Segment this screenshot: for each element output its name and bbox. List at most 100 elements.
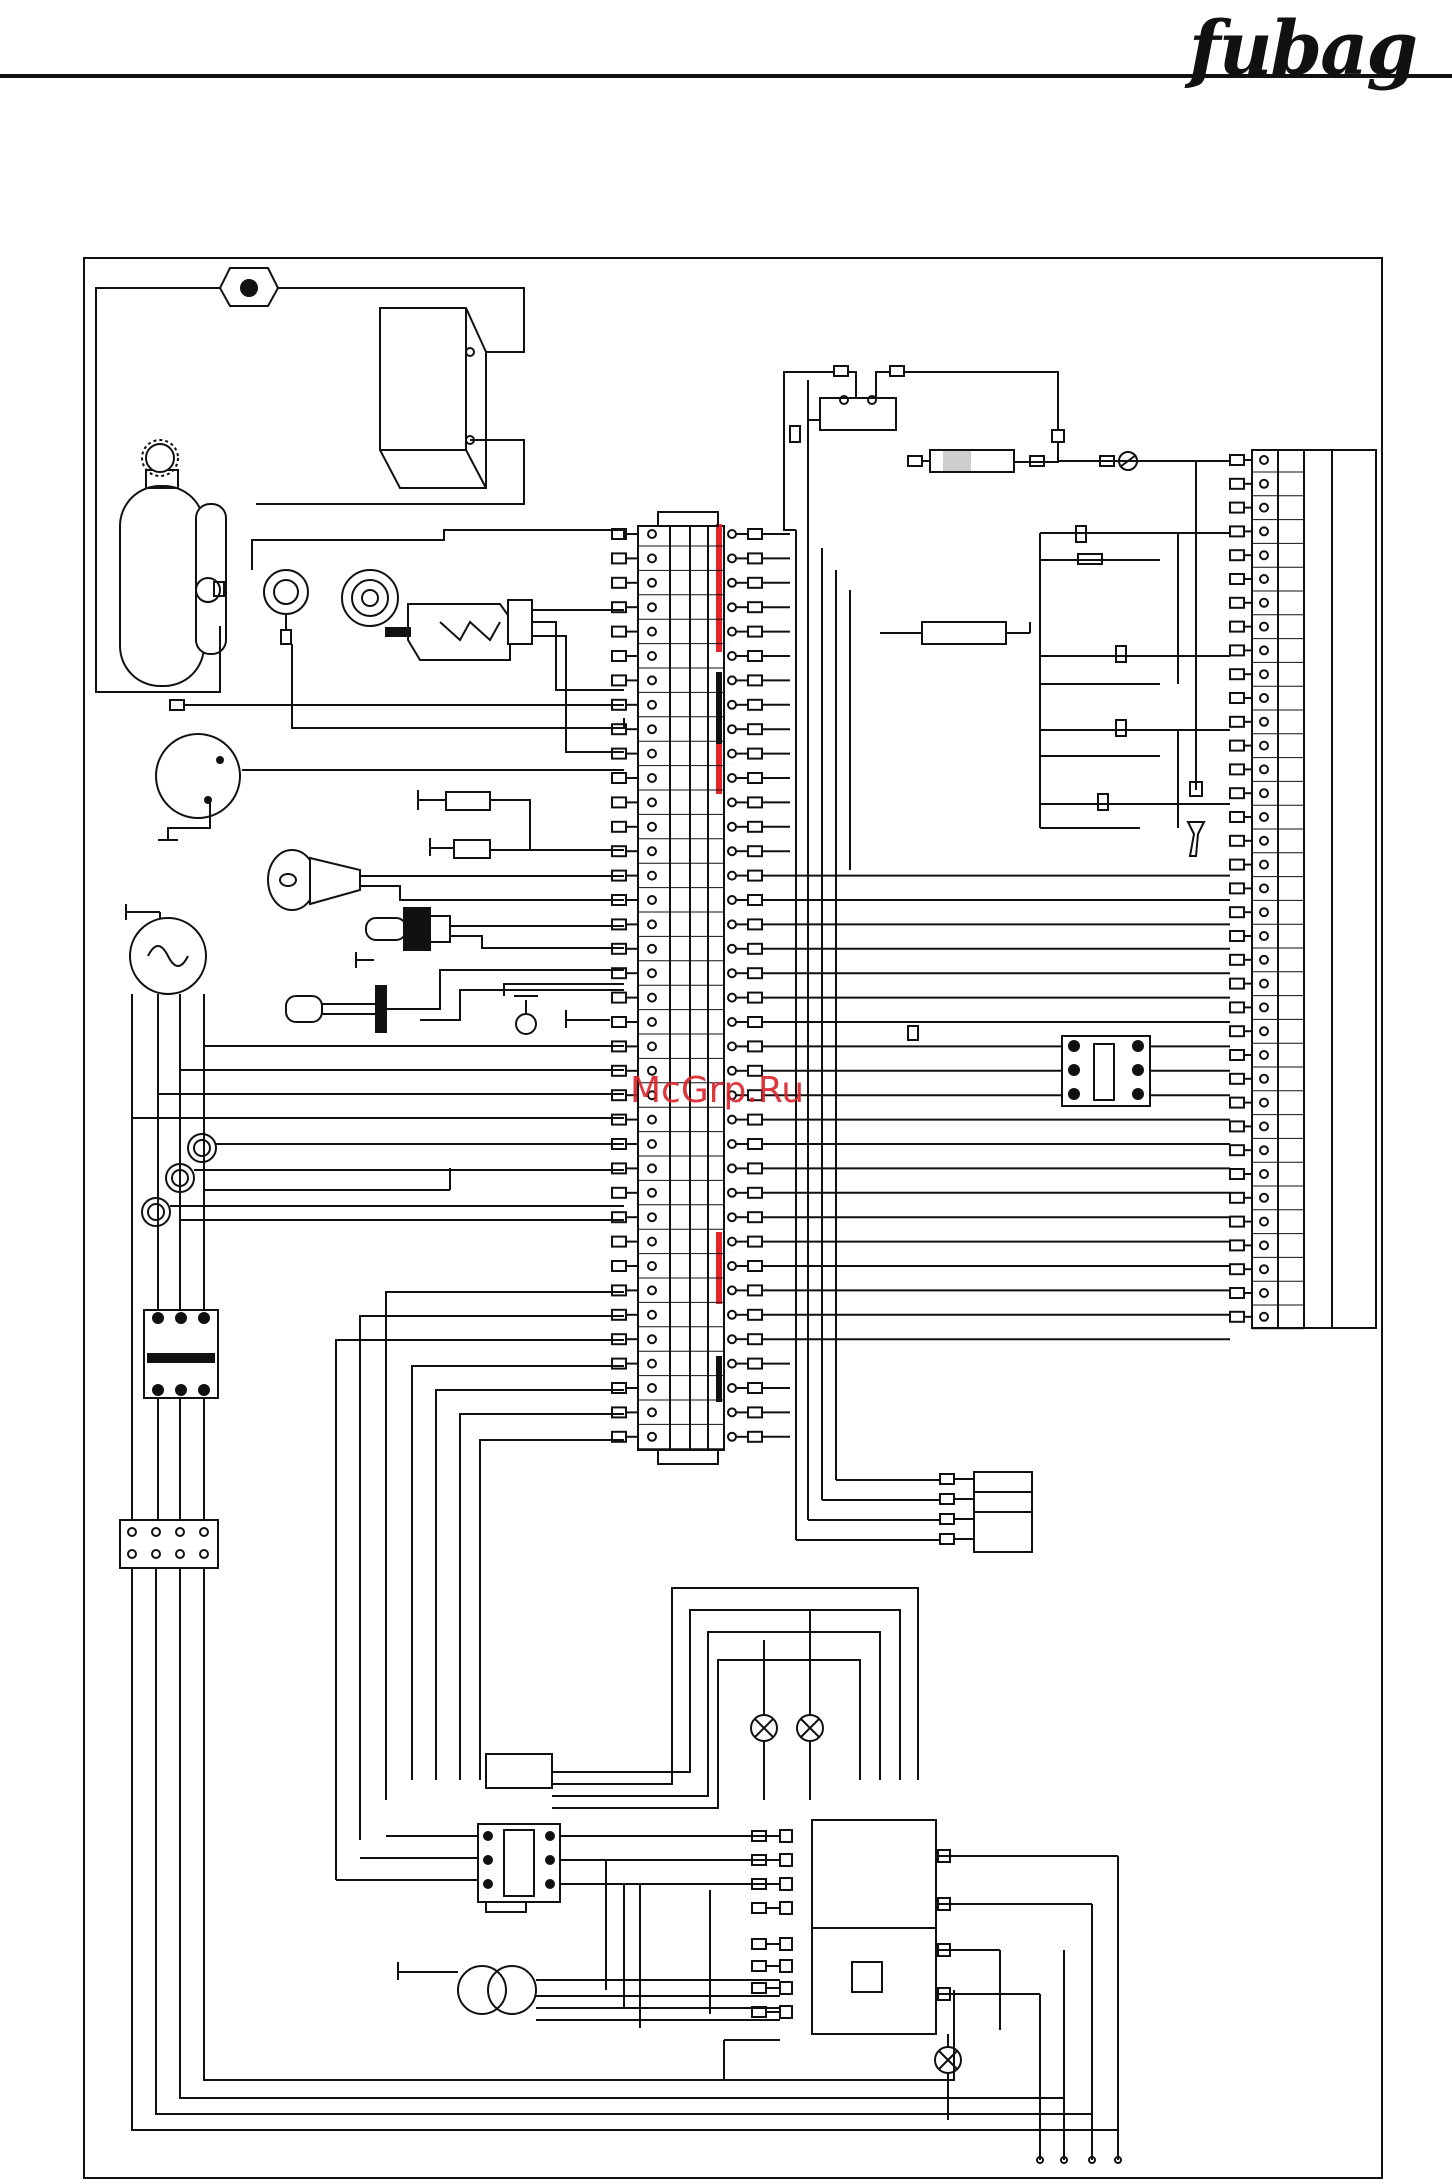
strip-wire-label-left: [612, 846, 626, 856]
strip-terminal-right: [728, 1384, 736, 1392]
transformer-icon: [458, 1966, 536, 2014]
strip-terminal-right: [728, 676, 736, 684]
strip-wire-label-left: [612, 675, 626, 685]
strip-terminal-right: [728, 823, 736, 831]
strip-wire-label-right: [748, 1163, 762, 1173]
strip-terminal-right: [728, 1286, 736, 1294]
temperature-switch-icon: [1188, 782, 1204, 856]
strip-terminal-right: [728, 1335, 736, 1343]
strip-wire-label-right: [748, 773, 762, 783]
pressure-gauge-icon: [264, 570, 308, 644]
right-wire-label: [1230, 1240, 1244, 1250]
ground-icon: [418, 790, 446, 810]
right-wire-label: [1230, 931, 1244, 941]
strip-wire-label-left: [612, 1090, 626, 1100]
input-terminal-block: [120, 1520, 218, 1568]
strip-terminal-right: [728, 1116, 736, 1124]
strip-wire-label-left: [612, 1237, 626, 1247]
control-box: [380, 308, 486, 488]
right-wire-label: [1230, 693, 1244, 703]
indicator-lamp-icon: [797, 1715, 823, 1741]
connector-block: [974, 1472, 1032, 1552]
ground-icon: [356, 952, 374, 968]
strip-wire-label-right: [748, 1139, 762, 1149]
strip-terminal-right: [728, 945, 736, 953]
strip-wire-label-right: [748, 578, 762, 588]
ground-icon: [430, 838, 454, 856]
right-wire-label: [1230, 860, 1244, 870]
right-wire-label: [1230, 1050, 1244, 1060]
strip-wire-label-left: [612, 1115, 626, 1125]
strip-terminal-right: [728, 920, 736, 928]
strip-wire-label-right: [748, 627, 762, 637]
strip-wire-label-right: [748, 724, 762, 734]
strip-wire-label-right: [748, 1334, 762, 1344]
module-wire-label: [752, 1961, 766, 1971]
strip-terminal-right: [728, 1140, 736, 1148]
right-wire-label: [1230, 526, 1244, 536]
right-wire-label: [1230, 598, 1244, 608]
right-wire-label: [1230, 741, 1244, 751]
right-wire-label: [1230, 645, 1244, 655]
right-wire-label: [1230, 764, 1244, 774]
strip-wire-label-right: [748, 993, 762, 1003]
strip-terminal-right: [728, 701, 736, 709]
strip-terminal-right: [728, 969, 736, 977]
strip-terminal-right: [728, 1360, 736, 1368]
strip-wire-label-right: [748, 1188, 762, 1198]
strip-wire-label-left: [612, 1017, 626, 1027]
strip-wire-label-left: [612, 1407, 626, 1417]
strip-terminal-right: [728, 1311, 736, 1319]
module-terminal: [780, 1982, 792, 1994]
main-breaker: [144, 1310, 218, 1398]
gas-cylinder: [120, 440, 226, 686]
strip-wire-label-right: [748, 700, 762, 710]
contactor-mid: [922, 622, 1006, 644]
strip-wire-label-right: [748, 1383, 762, 1393]
strip-terminal-right: [728, 896, 736, 904]
strip-wire-label-left: [612, 627, 626, 637]
right-wire-label: [1230, 1193, 1244, 1203]
current-transformer-icon: [142, 1198, 170, 1226]
strip-terminal-right: [728, 774, 736, 782]
strip-terminal-right: [728, 554, 736, 562]
strip-terminal-right: [728, 725, 736, 733]
right-wire-label: [1230, 1217, 1244, 1227]
right-wire-label: [1230, 1002, 1244, 1012]
left-feed-lines: [132, 1046, 624, 1220]
current-transformer-icon: [188, 1134, 216, 1162]
right-wire-label: [1230, 1264, 1244, 1274]
strip-terminal-right: [728, 579, 736, 587]
right-wire-label: [1230, 1169, 1244, 1179]
right-wire-label: [1230, 883, 1244, 893]
strip-wire-label-left: [612, 1310, 626, 1320]
right-wire-label: [1230, 907, 1244, 917]
indicator-lamp-icon: [751, 1715, 777, 1741]
strip-wire-label-right: [748, 553, 762, 563]
strip-terminal-right: [728, 1213, 736, 1221]
right-wire-label: [1230, 1288, 1244, 1298]
relay-group-2: [1040, 646, 1230, 684]
spool-icon: [342, 570, 398, 626]
strip-wire-label-right: [748, 944, 762, 954]
strip-terminal-right: [728, 1018, 736, 1026]
power-module: [812, 1820, 936, 2034]
strip-wire-label-right: [748, 968, 762, 978]
motor-icon: [156, 734, 240, 818]
strip-to-right-lines: [762, 534, 1230, 1437]
strip-terminal-right: [728, 1189, 736, 1197]
module-terminal: [780, 1938, 792, 1950]
right-wire-label: [1230, 955, 1244, 965]
main-terminal-strip: [638, 512, 724, 1464]
module-terminal: [780, 1960, 792, 1972]
right-wire-label: [1230, 1074, 1244, 1084]
module-terminal: [780, 2006, 792, 2018]
strip-terminal-right: [728, 798, 736, 806]
strip-wire-label-right: [748, 602, 762, 612]
strip-wire-label-right: [748, 651, 762, 661]
strip-wire-label-right: [748, 895, 762, 905]
strip-terminal-right: [728, 652, 736, 660]
strip-wire-label-left: [612, 1163, 626, 1173]
strip-terminal-right: [728, 847, 736, 855]
strip-terminal-right: [728, 750, 736, 758]
